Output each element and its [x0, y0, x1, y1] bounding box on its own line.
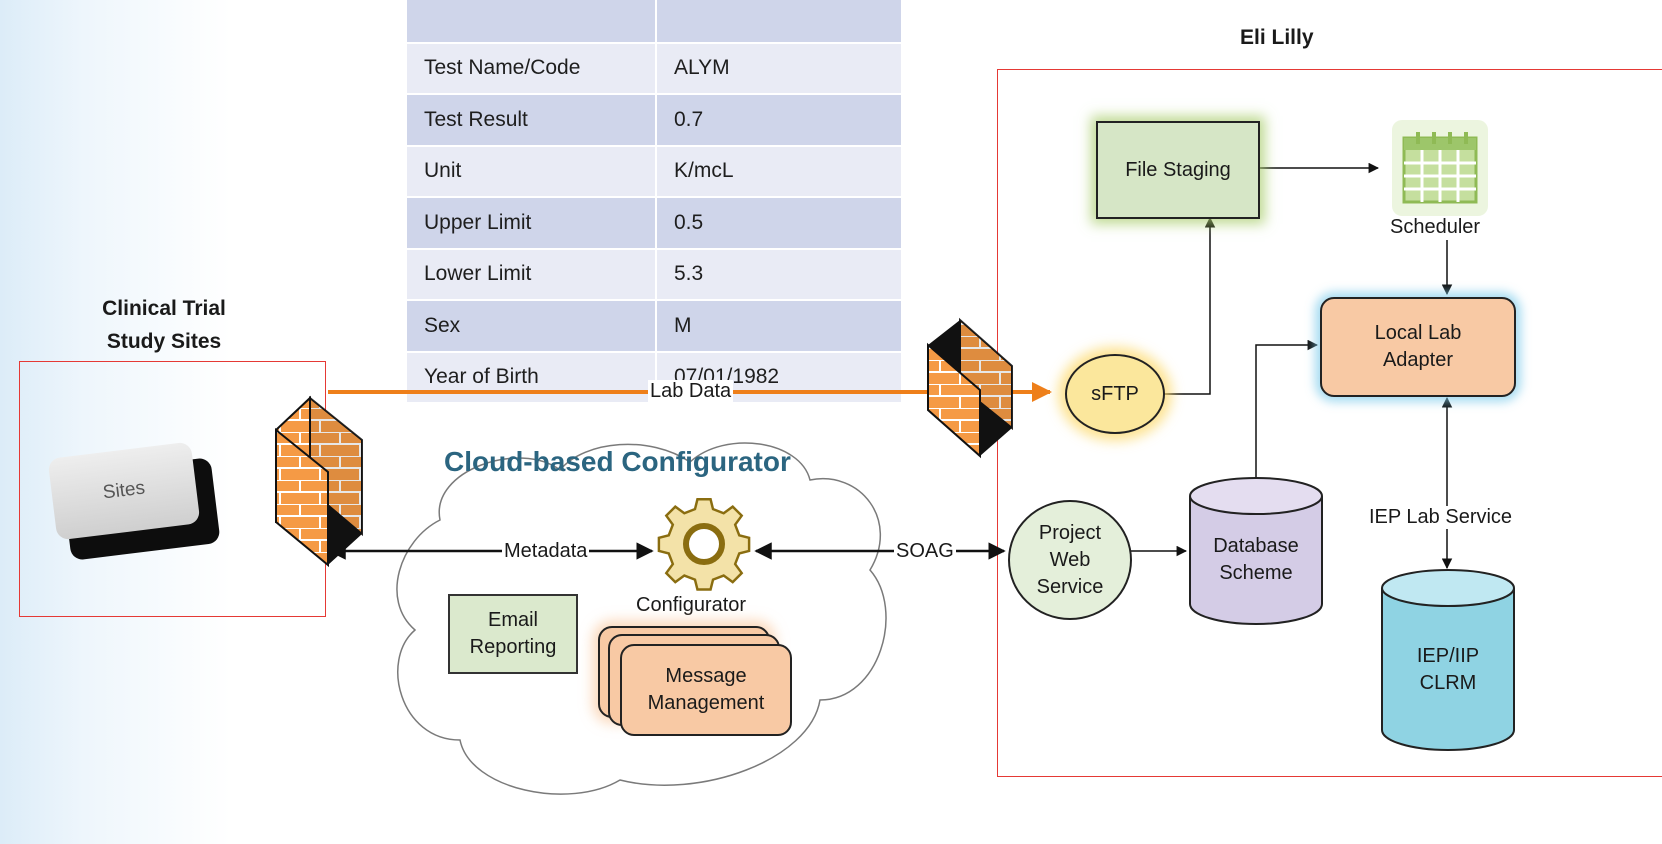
- database-line1: Database: [1213, 535, 1299, 557]
- project-ws-line2: Web: [1049, 548, 1091, 571]
- clrm-line1: IEP/IIP: [1416, 645, 1480, 667]
- sites-title-line1: Clinical Trial: [102, 297, 226, 320]
- email-line1: Email: [487, 609, 538, 631]
- table-key: Test Name/Code: [405, 41, 657, 95]
- calendar-icon: [1392, 120, 1488, 216]
- database-line2: Scheme: [1219, 562, 1293, 584]
- sftp-to-staging-arrow: [1162, 216, 1216, 395]
- clrm-line2: CLRM: [1419, 672, 1477, 694]
- file-staging-label: File Staging: [1125, 158, 1231, 181]
- table-key: Lower Limit: [405, 247, 657, 301]
- database-to-adapter-arrow: [1255, 339, 1319, 494]
- message-line2: Management: [647, 692, 765, 714]
- eli-lilly-title: Eli Lilly: [1240, 26, 1314, 49]
- database-label: Database Scheme: [1192, 520, 1320, 600]
- lab-data-label: Lab Data: [648, 380, 734, 403]
- scheduler-label: Scheduler: [1390, 216, 1481, 238]
- firewall-icon: [927, 317, 1013, 459]
- local-lab-line2: Adapter: [1382, 349, 1454, 371]
- firewall-icon: [275, 395, 363, 568]
- iep-lab-service-label: IEP Lab Service: [1367, 506, 1515, 529]
- local-lab-adapter-box: Local Lab Adapter: [1320, 297, 1516, 397]
- table-value: ALYM: [655, 41, 903, 95]
- sites-section-title: Clinical Trial Study Sites: [64, 292, 264, 358]
- table-key: Unit: [405, 144, 657, 198]
- message-line1: Message: [665, 665, 747, 687]
- clrm-cylinder: [1381, 569, 1515, 751]
- table-row: [405, 0, 903, 44]
- configurator-label: Configurator: [636, 594, 747, 616]
- file-staging-box: File Staging: [1096, 121, 1260, 219]
- database-cylinder: [1189, 477, 1323, 625]
- table-key: Upper Limit: [405, 196, 657, 250]
- email-reporting-box: Email Reporting: [448, 594, 578, 674]
- project-ws-line1: Project: [1038, 521, 1102, 544]
- email-line2: Reporting: [469, 636, 557, 658]
- metadata-label: Metadata: [502, 540, 590, 563]
- project-web-service-node: Project Web Service: [1008, 500, 1132, 620]
- background-art: [0, 0, 420, 844]
- local-lab-line1: Local Lab: [1374, 322, 1462, 344]
- project-ws-line3: Service: [1036, 575, 1104, 598]
- sftp-node: sFTP: [1065, 354, 1165, 434]
- table-key: Test Result: [405, 93, 657, 147]
- table-value: 5.3: [655, 247, 903, 301]
- table-value: [655, 0, 903, 44]
- table-key: Year of Birth: [405, 350, 657, 404]
- clrm-label: IEP/IIP CLRM: [1384, 630, 1512, 710]
- table-key: Sex: [405, 299, 657, 353]
- table-value: 0.5: [655, 196, 903, 250]
- table-value: K/mcL: [655, 144, 903, 198]
- sites-title-line2: Study Sites: [106, 330, 222, 353]
- gear-icon: [657, 498, 751, 591]
- message-management-box: Message Management: [620, 644, 792, 736]
- soag-label: SOAG: [894, 540, 956, 563]
- table-key: [405, 0, 657, 44]
- table-value: 0.7: [655, 93, 903, 147]
- sftp-label: sFTP: [1091, 382, 1139, 405]
- cloud-title: Cloud-based Configurator: [444, 446, 791, 477]
- table-value: M: [655, 299, 903, 353]
